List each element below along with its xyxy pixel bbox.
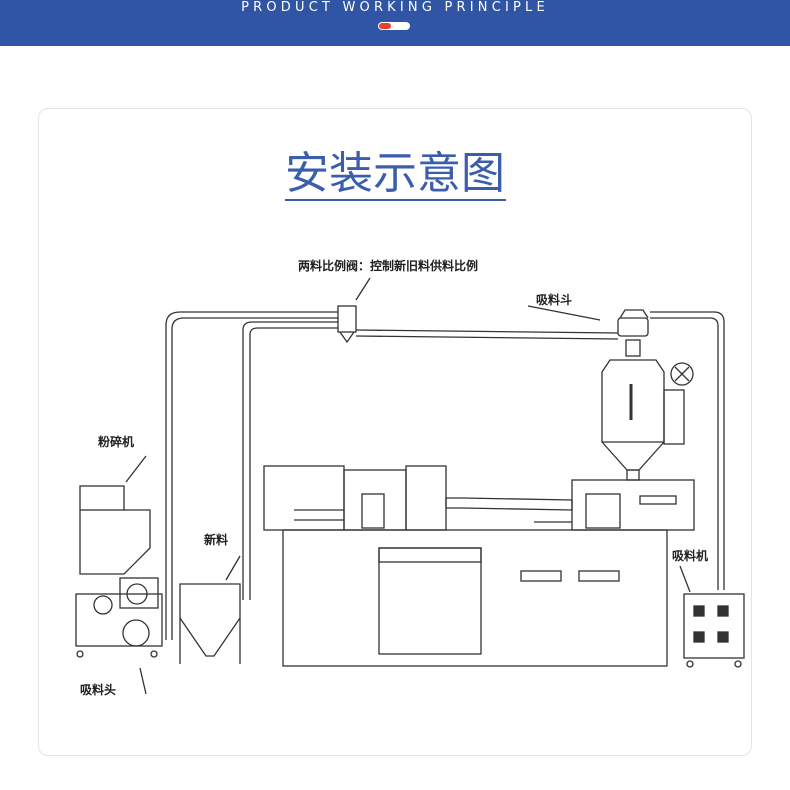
- diagram-card: [38, 108, 752, 756]
- new-material-pipe: [242, 321, 338, 600]
- banner-indicator-active: [379, 23, 391, 29]
- proportion-valve: [337, 277, 371, 344]
- main-pipe: [355, 329, 619, 334]
- banner-title: PRODUCT WORKING PRINCIPLE: [241, 0, 549, 15]
- suction-machine-label: 吸料机: [672, 548, 708, 563]
- hopper-label: 吸料斗: [536, 292, 572, 307]
- hopper: [527, 305, 694, 481]
- header-banner: PRODUCT WORKING PRINCIPLE: [0, 0, 790, 46]
- new-material-label: 新料: [204, 532, 228, 547]
- banner-indicator: [378, 22, 410, 30]
- return-pipe: [165, 311, 338, 640]
- suction-machine: [679, 565, 745, 668]
- diagram-title: 安装示意图: [285, 148, 505, 199]
- new-material-bin: [179, 555, 241, 664]
- valve-label: 两料比例阀：控制新旧料供料比例: [298, 258, 478, 273]
- title-underline: [285, 199, 506, 201]
- injection-molding-machine: [263, 465, 695, 667]
- suction-head-label: 吸料头: [80, 682, 116, 697]
- crusher-label: 粉碎机: [98, 434, 134, 449]
- crusher: [75, 455, 163, 695]
- suction-pipe: [650, 311, 725, 590]
